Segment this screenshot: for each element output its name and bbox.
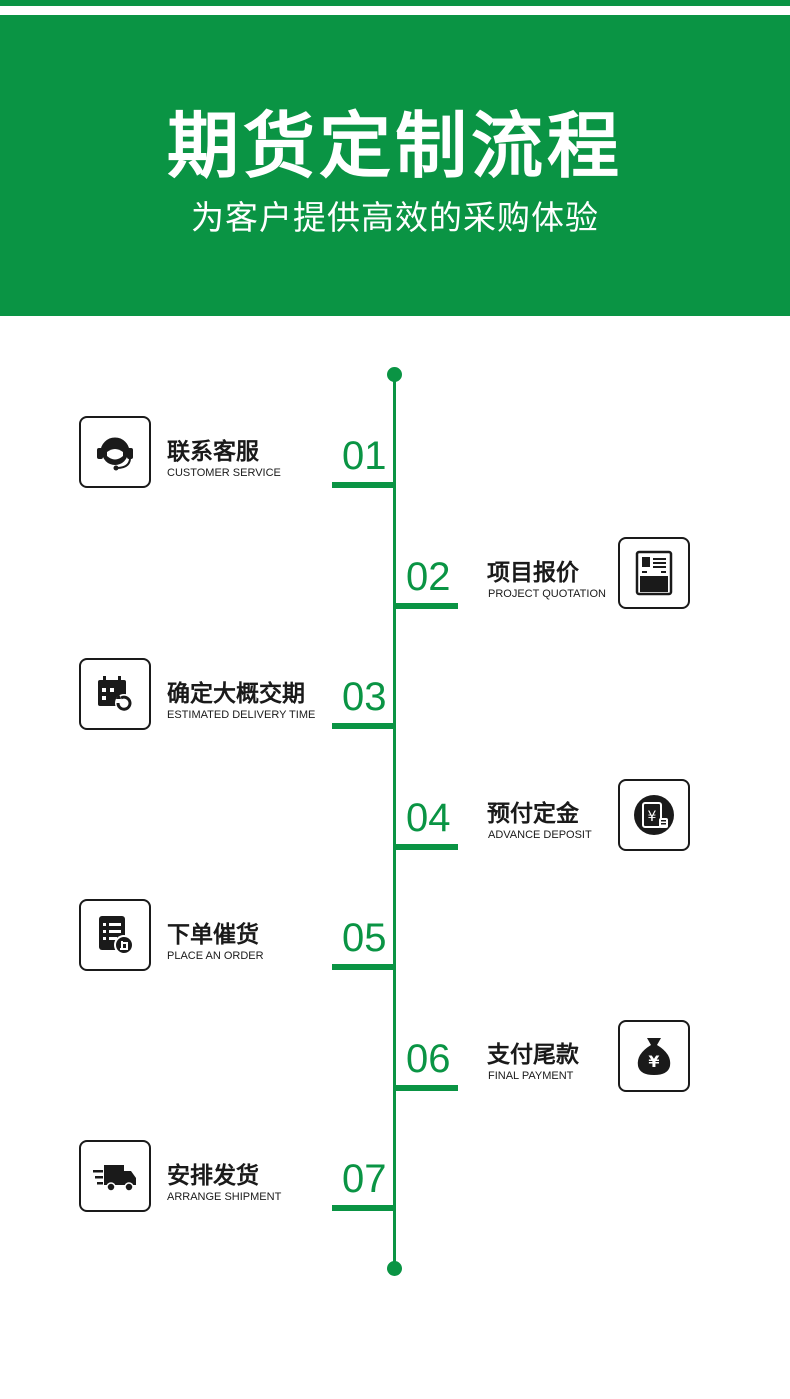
advance-deposit-icon-box: ¥ bbox=[618, 779, 690, 851]
customer-service-icon-box bbox=[79, 416, 151, 488]
step-06-title-en: FINAL PAYMENT bbox=[488, 1070, 574, 1082]
step-02-number: 02 bbox=[406, 555, 451, 599]
customer-service-headset-icon bbox=[97, 437, 133, 471]
step-03-title-en: ESTIMATED DELIVERY TIME bbox=[167, 709, 316, 721]
order-list-icon bbox=[99, 916, 134, 955]
final-payment-icon-box: ¥ bbox=[618, 1020, 690, 1092]
step-02-title-cn: 项目报价 bbox=[487, 560, 579, 586]
calendar-clock-icon bbox=[98, 676, 133, 712]
step-01-title-en: CUSTOMER SERVICE bbox=[167, 467, 281, 479]
step-06-connector bbox=[395, 1085, 458, 1091]
quotation-document-icon bbox=[635, 550, 673, 596]
step-01-number: 01 bbox=[342, 434, 387, 478]
top-accent-line bbox=[0, 0, 790, 6]
step-02-title-en: PROJECT QUOTATION bbox=[488, 588, 606, 600]
step-05-number: 05 bbox=[342, 916, 387, 960]
page-title: 期货定制流程 bbox=[166, 104, 623, 188]
timeline-start-dot bbox=[387, 367, 402, 382]
svg-text:¥: ¥ bbox=[648, 1052, 659, 1071]
step-01-connector bbox=[332, 482, 395, 488]
delivery-time-icon-box bbox=[79, 658, 151, 730]
timeline-line bbox=[393, 374, 396, 1269]
step-04-number: 04 bbox=[406, 796, 451, 840]
arrange-shipment-icon-box bbox=[79, 1140, 151, 1212]
step-07-connector bbox=[332, 1205, 395, 1211]
step-07-number: 07 bbox=[342, 1157, 387, 1201]
page-subtitle: 为客户提供高效的采购体验 bbox=[191, 198, 599, 237]
place-order-icon-box bbox=[79, 899, 151, 971]
step-03-title-cn: 确定大概交期 bbox=[167, 681, 305, 707]
header-banner: 期货定制流程 为客户提供高效的采购体验 bbox=[0, 15, 790, 316]
step-05-connector bbox=[332, 964, 395, 970]
step-03-number: 03 bbox=[342, 675, 387, 719]
step-01-title-cn: 联系客服 bbox=[167, 439, 259, 465]
step-05-title-en: PLACE AN ORDER bbox=[167, 950, 264, 962]
money-bag-icon: ¥ bbox=[637, 1038, 671, 1075]
step-07-title-cn: 安排发货 bbox=[167, 1163, 259, 1189]
step-05-title-cn: 下单催货 bbox=[167, 922, 259, 948]
step-07-title-en: ARRANGE SHIPMENT bbox=[167, 1191, 282, 1203]
timeline-end-dot bbox=[387, 1261, 402, 1276]
step-03-connector bbox=[332, 723, 395, 729]
yuan-deposit-icon: ¥ bbox=[634, 795, 674, 835]
step-04-connector bbox=[395, 844, 458, 850]
project-quotation-icon-box bbox=[618, 537, 690, 609]
step-06-title-cn: 支付尾款 bbox=[487, 1042, 579, 1068]
step-04-title-en: ADVANCE DEPOSIT bbox=[488, 829, 592, 841]
svg-text:¥: ¥ bbox=[648, 809, 657, 825]
step-02-connector bbox=[395, 603, 458, 609]
delivery-truck-icon bbox=[93, 1165, 136, 1192]
step-04-title-cn: 预付定金 bbox=[487, 801, 579, 827]
step-06-number: 06 bbox=[406, 1037, 451, 1081]
